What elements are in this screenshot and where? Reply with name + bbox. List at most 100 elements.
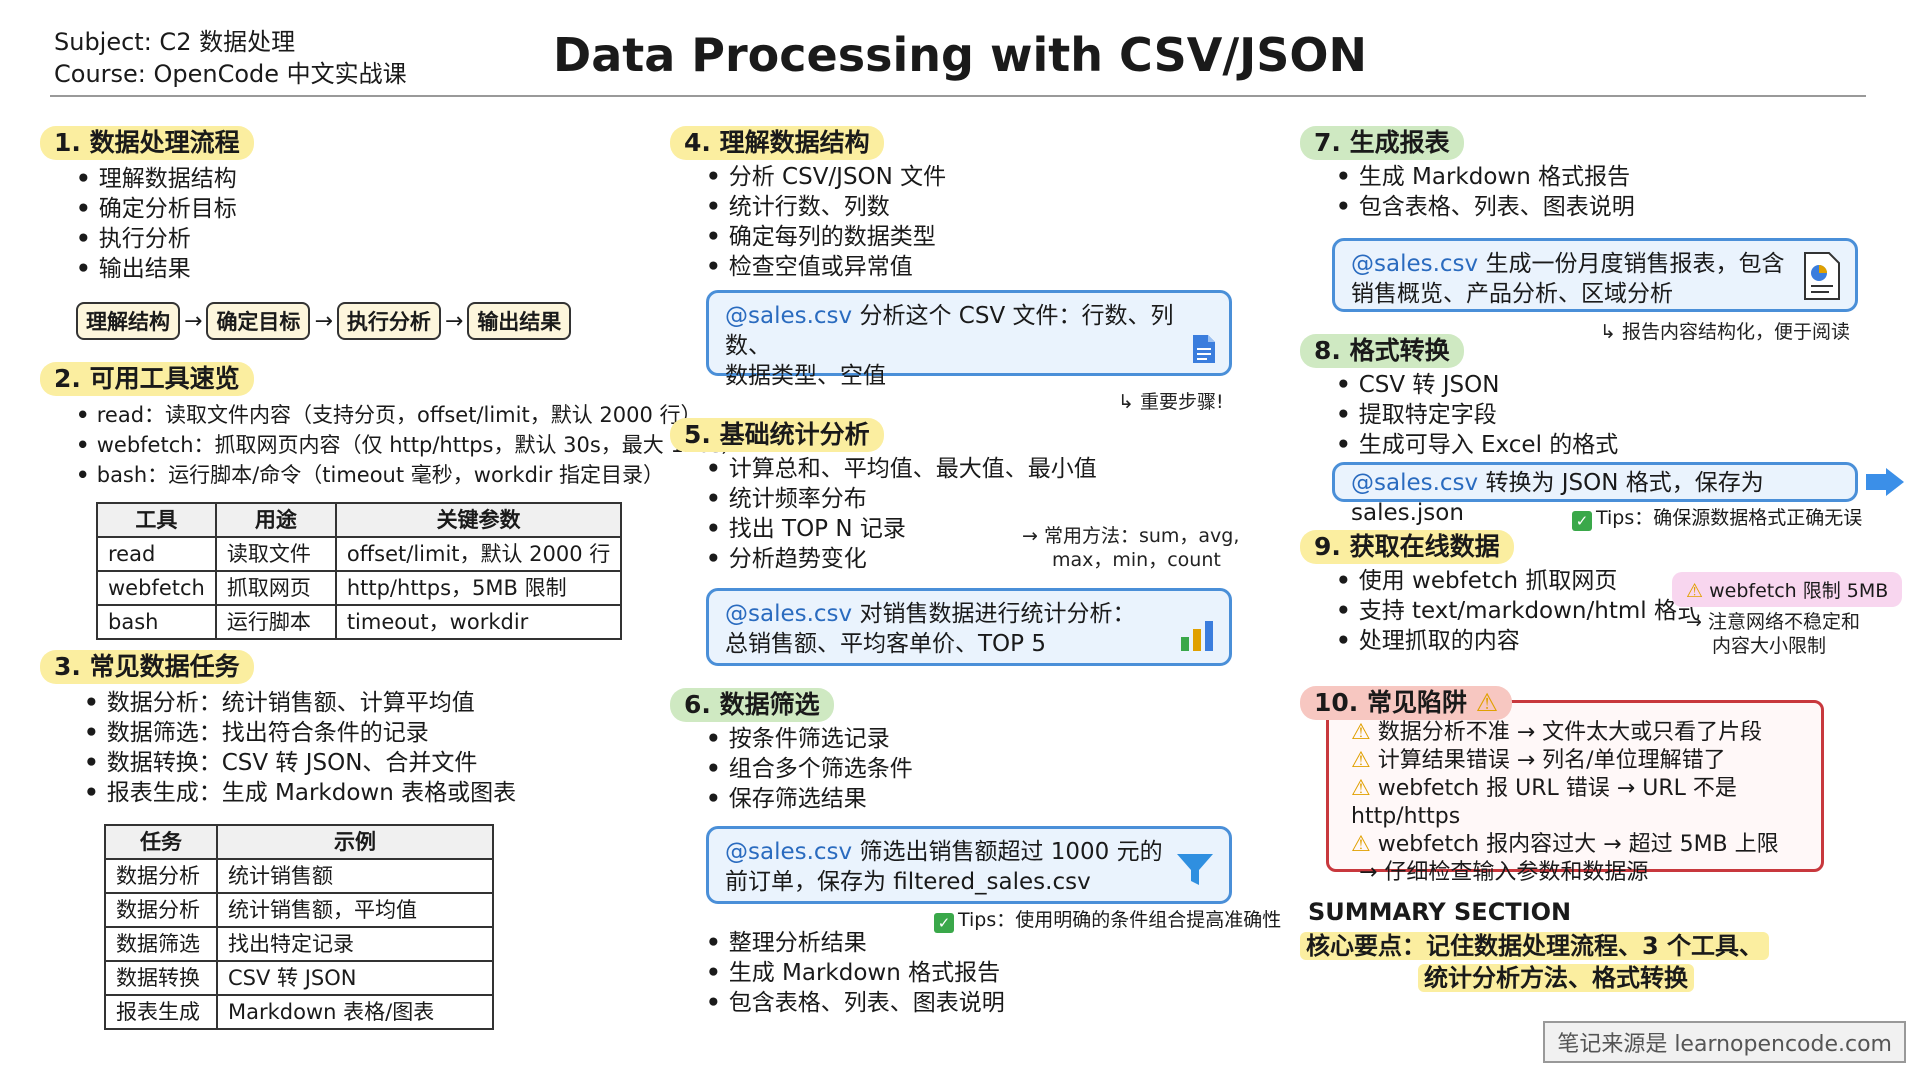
filter-icon: [1177, 854, 1213, 885]
summary-heading: SUMMARY SECTION: [1308, 898, 1572, 926]
pitfall-item: ⚠ webfetch 报内容过大 → 超过 5MB 上限: [1351, 831, 1803, 859]
network-note-line: 内容大小限制: [1712, 635, 1827, 657]
warning-icon: ⚠: [1351, 832, 1371, 857]
section-2-list: read：读取文件内容（支持分页，offset/limit，默认 2000 行）…: [76, 400, 743, 490]
badge-text: webfetch 限制 5MB: [1709, 580, 1889, 602]
list-item: 确定每列的数据类型: [706, 222, 946, 252]
list-item: 理解数据结构: [76, 164, 571, 194]
warning-icon: ⚠: [1475, 688, 1499, 717]
prompt-text: 生成一份月度销售报表，包含: [1478, 251, 1785, 277]
table-row: read 读取文件 offset/limit，默认 2000 行: [96, 536, 623, 572]
prompt-box-filter: @sales.csv 筛选出销售额超过 1000 元的 前订单，保存为 filt…: [706, 826, 1232, 904]
file-mention: @sales.csv: [1351, 251, 1479, 277]
section-7-title: 7. 生成报表: [1300, 126, 1464, 160]
table-header: 用途: [214, 502, 337, 538]
webfetch-limit-badge: ⚠ webfetch 限制 5MB: [1672, 572, 1903, 607]
list-item: 生成 Markdown 格式报告: [706, 958, 1005, 988]
table-cell: 抓取网页: [214, 570, 337, 606]
page-title: Data Processing with CSV/JSON: [553, 28, 1367, 82]
tips-text: Tips：确保源数据格式正确无误: [1596, 507, 1863, 529]
list-item: 执行分析: [76, 224, 571, 254]
list-item: 找出 TOP N 记录: [706, 514, 1097, 544]
prompt-box-stats: @sales.csv 对销售数据进行统计分析： 总销售额、平均客单价、TOP 5: [706, 588, 1232, 666]
table-row: 数据筛选 找出特定记录: [104, 926, 494, 962]
prompt-text: 筛选出销售额超过 1000 元的: [852, 839, 1163, 865]
list-item: 检查空值或异常值: [706, 252, 946, 282]
section-9: 9. 获取在线数据 使用 webfetch 抓取网页 支持 text/markd…: [1300, 530, 1700, 656]
table-cell: CSV 转 JSON: [216, 960, 494, 996]
list-item: 生成 Markdown 格式报告: [1336, 162, 1635, 192]
flow-step: 理解结构: [76, 302, 180, 340]
table-header: 关键参数: [334, 502, 623, 538]
table-cell: 数据转换: [104, 960, 218, 996]
pitfalls-box: ⚠ 数据分析不准 → 文件太大或只看了片段 ⚠ 计算结果错误 → 列名/单位理解…: [1326, 700, 1824, 885]
section-6: 6. 数据筛选 按条件筛选记录 组合多个筛选条件 保存筛选结果: [670, 688, 913, 814]
file-mention: @sales.csv: [1351, 470, 1479, 496]
pitfall-final: → 仔细检查输入参数和数据源: [1359, 860, 1649, 885]
table-header: 任务: [104, 824, 218, 860]
warning-icon: ⚠: [1351, 748, 1371, 773]
section-10-heading: 10. 常见陷阱 ⚠: [1300, 686, 1513, 720]
table-cell: 报表生成: [104, 994, 218, 1030]
pitfall-text: 计算结果错误 → 列名/单位理解错了: [1377, 748, 1726, 773]
list-item: 输出结果: [76, 254, 571, 284]
section-8-title: 8. 格式转换: [1300, 334, 1464, 368]
prompt-box-report: @sales.csv 生成一份月度销售报表，包含 销售概览、产品分析、区域分析: [1332, 238, 1858, 312]
list-item: 组合多个筛选条件: [706, 754, 913, 784]
pitfall-item: ⚠ 计算结果错误 → 列名/单位理解错了: [1351, 747, 1803, 775]
list-item: 报表生成：生成 Markdown 表格或图表: [84, 778, 516, 808]
table-cell: webfetch: [96, 570, 217, 606]
flow-step: 执行分析: [336, 302, 441, 340]
important-step-note: ↳ 重要步骤!: [1118, 391, 1224, 413]
section-4: 4. 理解数据结构 分析 CSV/JSON 文件 统计行数、列数 确定每列的数据…: [670, 126, 946, 282]
table-header-row: 任务 示例: [104, 824, 494, 860]
table-row: bash 运行脚本 timeout，workdir: [96, 604, 623, 640]
summary-line: 核心要点：记住数据处理流程、3 个工具、: [1300, 932, 1770, 960]
table-row: webfetch 抓取网页 http/https，5MB 限制: [96, 570, 623, 606]
section-5-list: 计算总和、平均值、最大值、最小值 统计频率分布 找出 TOP N 记录 分析趋势…: [706, 454, 1097, 574]
table-cell: Markdown 表格/图表: [216, 994, 494, 1030]
table-cell: 统计销售额: [216, 858, 494, 894]
list-item: 保存筛选结果: [706, 784, 913, 814]
section-2-title: 2. 可用工具速览: [40, 362, 254, 396]
list-item: read：读取文件内容（支持分页，offset/limit，默认 2000 行）: [76, 400, 743, 430]
section-10-title-text: 10. 常见陷阱: [1314, 688, 1467, 717]
table-cell: 统计销售额，平均值: [216, 892, 494, 928]
list-item: 数据分析：统计销售额、计算平均值: [84, 688, 516, 718]
list-item: 整理分析结果: [706, 928, 1005, 958]
document-icon: [1193, 335, 1215, 363]
pitfall-text: webfetch 报内容过大 → 超过 5MB 上限: [1377, 832, 1779, 857]
process-flow: 理解结构 → 确定目标 → 执行分析 → 输出结果: [76, 302, 572, 340]
file-mention: @sales.csv: [725, 839, 853, 865]
prompt-box-structure: @sales.csv 分析这个 CSV 文件：行数、列数、 数据类型、空值: [706, 290, 1232, 389]
table-cell: 数据筛选: [104, 926, 218, 962]
summary-line: 统计分析方法、格式转换: [1418, 964, 1694, 992]
list-item: 生成可导入 Excel 的格式: [1336, 430, 1619, 460]
pitfall-text: webfetch 报 URL 错误 → URL 不是 http/https: [1351, 776, 1737, 829]
table-cell: http/https，5MB 限制: [334, 570, 623, 606]
section-3-list: 数据分析：统计销售额、计算平均值 数据筛选：找出符合条件的记录 数据转换：CSV…: [84, 688, 516, 808]
network-note-line: → 注意网络不稳定和: [1686, 611, 1860, 633]
methods-note: → 常用方法：sum，avg, max，min，count: [1022, 524, 1239, 572]
prompt-text: 分析这个 CSV 文件：行数、列数、: [725, 303, 1174, 359]
list-item: 确定分析目标: [76, 194, 571, 224]
section-8-list: CSV 转 JSON 提取特定字段 生成可导入 Excel 的格式: [1336, 370, 1619, 460]
header-meta: Subject: C2 数据处理 Course: OpenCode 中文实战课: [54, 26, 407, 90]
section-9-title: 9. 获取在线数据: [1300, 530, 1514, 564]
section-2: 2. 可用工具速览 read：读取文件内容（支持分页，offset/limit，…: [40, 362, 743, 640]
prompt-text: 数据类型、空值: [725, 363, 886, 389]
table-cell: 数据分析: [104, 858, 218, 894]
section-10-title: 10. 常见陷阱 ⚠: [1300, 686, 1513, 720]
network-note: → 注意网络不稳定和 内容大小限制: [1686, 610, 1860, 658]
table-cell: 找出特定记录: [216, 926, 494, 962]
list-item: 分析趋势变化: [706, 544, 1097, 574]
prompt-text: 销售概览、产品分析、区域分析: [1351, 281, 1673, 307]
prompt-box-convert: @sales.csv 转换为 JSON 格式，保存为 sales.json: [1332, 462, 1858, 526]
flow-step: 输出结果: [467, 302, 572, 340]
pitfall-item: ⚠ 数据分析不准 → 文件太大或只看了片段: [1351, 719, 1803, 747]
subject-line: Subject: C2 数据处理: [54, 28, 296, 56]
list-item: 使用 webfetch 抓取网页: [1336, 566, 1700, 596]
section-7: 7. 生成报表 生成 Markdown 格式报告 包含表格、列表、图表说明: [1300, 126, 1635, 222]
list-item: webfetch：抓取网页内容（仅 http/https，默认 30s，最大 1…: [76, 430, 743, 460]
section-4-title: 4. 理解数据结构: [670, 126, 884, 160]
